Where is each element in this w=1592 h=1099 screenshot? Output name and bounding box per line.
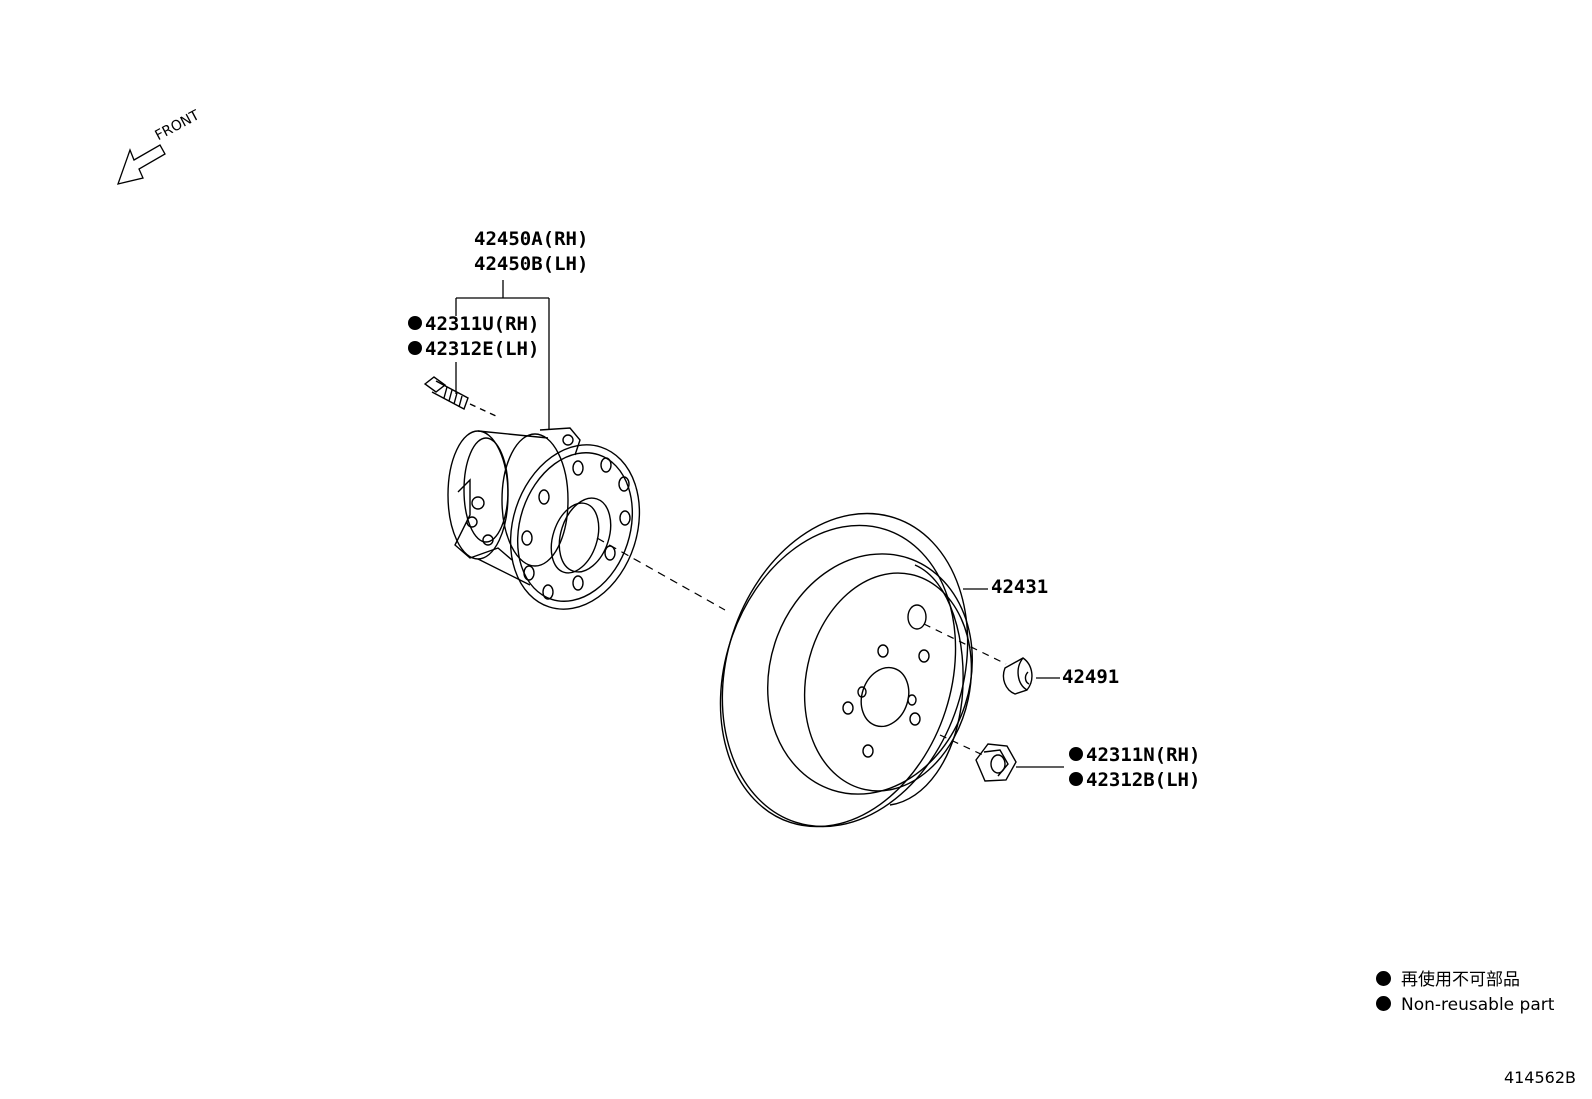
label-disc: 42431: [991, 576, 1049, 598]
front-arrow-icon: [116, 144, 166, 185]
diagram-code: 414562B: [1503, 1068, 1576, 1087]
label-bolt-lh-text: 42312E(LH): [425, 338, 540, 360]
label-nut-lh-text: 42312B(LH): [1086, 769, 1201, 791]
label-nut-lh: 42312B(LH): [1069, 767, 1200, 793]
non-reusable-dot-icon: [1069, 747, 1083, 761]
legend-en-text: Non-reusable part: [1401, 995, 1555, 1015]
hub-assembly-icon: [447, 427, 641, 610]
non-reusable-dot-icon: [408, 316, 422, 330]
axis-dash-plug: [923, 623, 1007, 665]
legend-jp: 再使用不可部品: [1376, 968, 1520, 992]
label-bolt-rh: 42311U(RH): [408, 311, 539, 337]
label-hub-lh: 42450B(LH): [474, 253, 589, 275]
label-hub-rh: 42450A(RH): [474, 228, 589, 250]
legend-dot-icon: [1376, 996, 1391, 1011]
label-plug: 42491: [1062, 666, 1120, 688]
label-bolt-rh-text: 42311U(RH): [425, 313, 540, 335]
axis-dash-hub: [596, 537, 726, 611]
hub-bolt-icon: [423, 376, 497, 417]
legend-dot-icon: [1376, 971, 1391, 986]
non-reusable-dot-icon: [408, 341, 422, 355]
legend-jp-text: 再使用不可部品: [1401, 970, 1520, 990]
brake-disc-icon: [719, 512, 974, 828]
label-bolt-lh: 42312E(LH): [408, 336, 539, 362]
plug-icon: [1002, 657, 1033, 695]
hub-nut-icon: [975, 743, 1017, 782]
legend-en: Non-reusable part: [1376, 993, 1554, 1017]
non-reusable-dot-icon: [1069, 772, 1083, 786]
axis-dash-nut: [939, 734, 986, 757]
label-nut-rh: 42311N(RH): [1069, 742, 1200, 768]
leader-hub: [455, 280, 550, 430]
label-nut-rh-text: 42311N(RH): [1086, 744, 1201, 766]
